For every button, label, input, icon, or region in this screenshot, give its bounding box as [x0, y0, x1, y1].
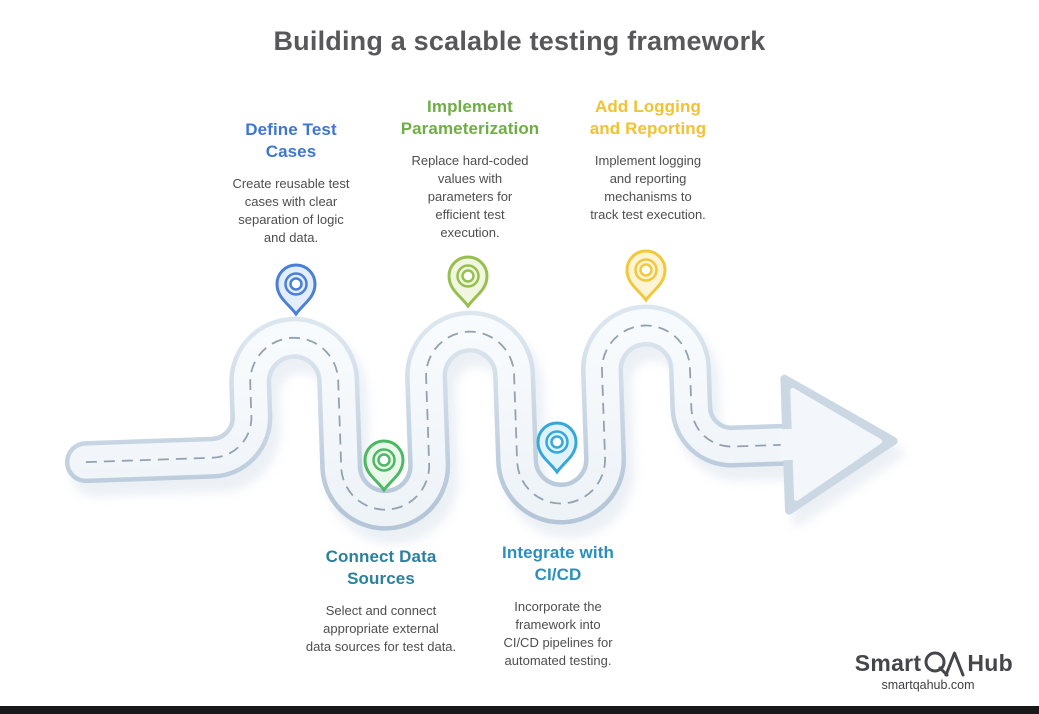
- map-pin-define-test-cases: [275, 263, 317, 317]
- brand-url: smartqahub.com: [881, 678, 975, 692]
- map-pin-add-logging-reporting: [625, 249, 667, 303]
- brand-word-hub: Hub: [967, 649, 1013, 676]
- step-connect-data-sources: Connect Data Sources Select and connect …: [276, 546, 486, 656]
- step-define-test-cases: Define Test Cases Create reusable test c…: [206, 119, 376, 247]
- step-heading: Define Test Cases: [245, 120, 337, 162]
- road-head-seam: [780, 428, 798, 461]
- map-pin-connect-data-sources: [363, 439, 405, 493]
- road-center-dashes: [85, 324, 781, 511]
- winding-road: [64, 304, 906, 545]
- step-integrate-cicd: Integrate with CI/CD Incorporate the fra…: [472, 542, 644, 670]
- page-title: Building a scalable testing framework: [273, 26, 766, 56]
- map-pin-implement-parameterization: [447, 255, 489, 309]
- brand-word-smart: Smart: [854, 649, 922, 676]
- map-pin-integrate-cicd: [536, 421, 578, 475]
- step-heading: Add Logging and Reporting: [589, 97, 707, 139]
- step-description: Incorporate the framework into CI/CD pip…: [503, 598, 613, 668]
- step-add-logging-reporting: Add Logging and Reporting Implement logg…: [570, 96, 726, 224]
- step-heading: Integrate with CI/CD: [502, 543, 614, 585]
- brand-logo: Smart Hub: [855, 648, 1013, 678]
- step-description: Replace hard-coded values with parameter…: [411, 152, 529, 240]
- qa-logo-icon: [924, 651, 965, 677]
- bottom-edge-bar: [0, 706, 1039, 714]
- step-implement-parameterization: Implement Parameterization Replace hard-…: [390, 96, 550, 242]
- step-description: Create reusable test cases with clear se…: [232, 175, 350, 245]
- step-description: Select and connect appropriate external …: [305, 602, 457, 654]
- step-heading: Implement Parameterization: [400, 97, 540, 139]
- step-heading: Connect Data Sources: [325, 547, 437, 589]
- step-description: Implement logging and reporting mechanis…: [590, 152, 706, 222]
